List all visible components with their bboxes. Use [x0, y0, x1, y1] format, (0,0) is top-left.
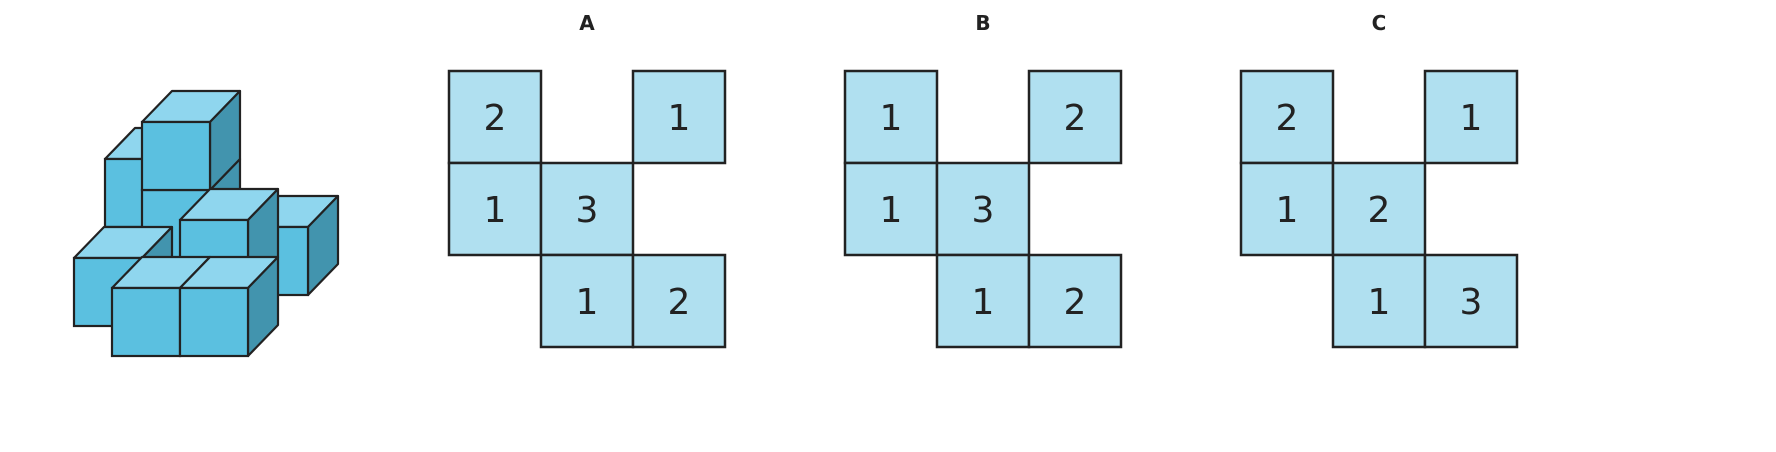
grid-cell: [1331, 253, 1427, 349]
cell-number: 1: [576, 282, 599, 323]
grid-cell: [447, 161, 543, 257]
grid-cell: [539, 161, 635, 257]
cell-number: 2: [1064, 282, 1087, 323]
option-c-label: C: [1372, 11, 1387, 35]
grid-cell: [843, 161, 939, 257]
unit-cube: [178, 255, 280, 358]
grid-cell: [843, 69, 939, 165]
option-c-cells: 2 1 1 2 1 3: [1239, 69, 1519, 349]
cube-front-face: [140, 120, 212, 192]
option-a-cells: 2 1 1 3 1 2: [447, 69, 727, 349]
cell-number: 2: [668, 282, 691, 323]
cell-number: 1: [1276, 190, 1299, 231]
option-b-label: B: [975, 11, 990, 35]
cell-number: 1: [880, 190, 903, 231]
option-b-cells: 1 2 1 3 1 2: [843, 69, 1123, 349]
cell-number: 1: [880, 98, 903, 139]
unit-cube: [140, 89, 242, 192]
cell-number: 2: [1064, 98, 1087, 139]
grid-cell: [539, 253, 635, 349]
cell-number: 1: [972, 282, 995, 323]
cell-number: 3: [972, 190, 995, 231]
cell-number: 1: [668, 98, 691, 139]
cube-front-face: [178, 286, 250, 358]
grid-cell: [447, 69, 543, 165]
cube-front-face: [110, 286, 182, 358]
cell-number: 1: [1460, 98, 1483, 139]
grid-cell: [1027, 69, 1123, 165]
grid-cell: [935, 253, 1031, 349]
cell-number: 3: [1460, 282, 1483, 323]
cell-number: 2: [484, 98, 507, 139]
option-b-grid[interactable]: B 1 2 1 3 1 2: [843, 11, 1123, 349]
option-c-grid[interactable]: C 2 1 1 2 1 3: [1239, 11, 1519, 349]
option-a-grid[interactable]: A 2 1 1 3 1 2: [447, 11, 727, 349]
cell-number: 1: [484, 190, 507, 231]
grid-cell: [631, 253, 727, 349]
cell-number: 2: [1368, 190, 1391, 231]
grid-cell: [1239, 161, 1335, 257]
grid-cell: [1423, 253, 1519, 349]
grid-cell: [1423, 69, 1519, 165]
grid-cell: [631, 69, 727, 165]
isometric-cube-stack: [72, 89, 340, 358]
cell-number: 3: [576, 190, 599, 231]
cell-number: 1: [1368, 282, 1391, 323]
option-a-label: A: [579, 11, 595, 35]
cell-number: 2: [1276, 98, 1299, 139]
grid-cell: [1239, 69, 1335, 165]
grid-cell: [1027, 253, 1123, 349]
